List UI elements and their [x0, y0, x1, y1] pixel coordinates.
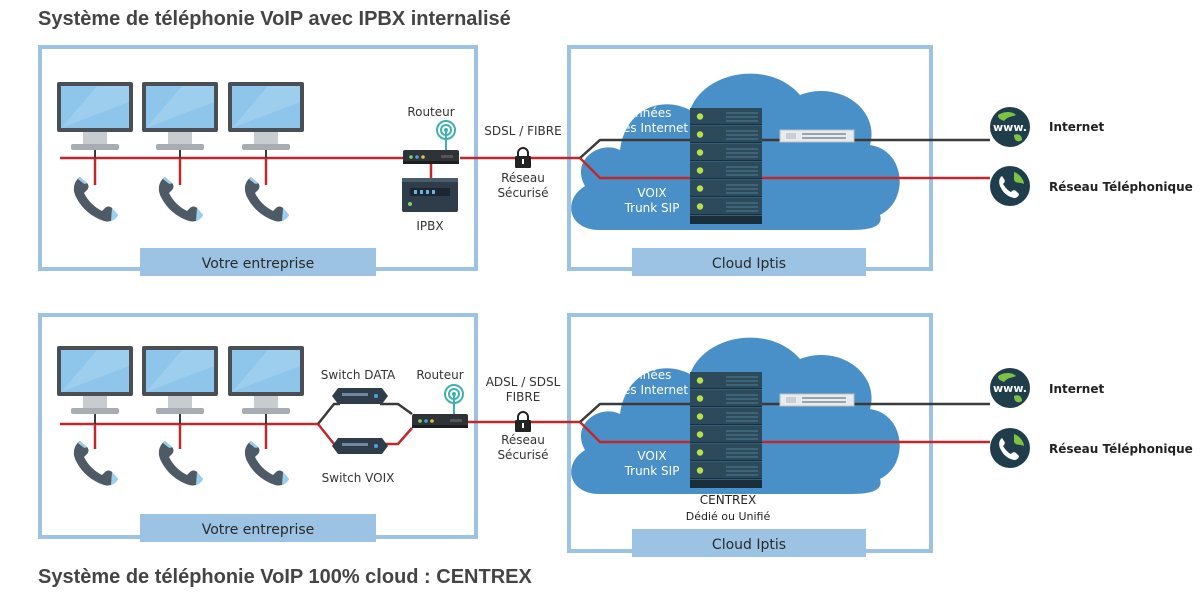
- monitor-icon: [142, 346, 218, 414]
- voice-label-1: VOIX: [637, 449, 666, 463]
- company-label-bar: [140, 248, 376, 276]
- secure-label-2: Sécurisé: [497, 448, 548, 462]
- centrex-label-1: CENTREX: [700, 493, 756, 507]
- globe-www-icon: [990, 368, 1030, 408]
- router-icon: [412, 414, 468, 428]
- firewall-icon: [779, 129, 855, 143]
- ipbx-icon: [402, 178, 458, 212]
- secure-label-1: Réseau: [501, 433, 545, 447]
- data-link-line: [579, 138, 690, 159]
- switch-data-label: Switch DATA: [321, 368, 396, 382]
- link-label: SDSL / FIBRE: [484, 124, 561, 138]
- wifi-icon: [436, 120, 456, 151]
- secure-label-2: Sécurisé: [497, 186, 548, 200]
- bottom-diagram: Switch DATA Switch VOIX Routeur ADSL / S…: [38, 313, 1193, 557]
- cloud-label-bar: [632, 248, 866, 276]
- data-label-1: Données: [619, 106, 672, 120]
- monitor-icon: [57, 346, 133, 414]
- diagram-title-centrex: Système de téléphonie VoIP 100% cloud : …: [38, 566, 532, 588]
- switch-icon: [332, 438, 388, 454]
- monitor-icon: [57, 82, 133, 150]
- voice-label-2: Trunk SIP: [624, 464, 680, 478]
- secure-label-1: Réseau: [501, 171, 545, 185]
- ipbx-label: IPBX: [416, 219, 443, 233]
- data-link-line: [579, 402, 690, 423]
- company-label: Votre entreprise: [202, 256, 315, 272]
- globe-phone-icon: [990, 166, 1030, 206]
- cloud-label: Cloud Iptis: [712, 256, 786, 272]
- server-rack-icon: [690, 372, 762, 488]
- firewall-icon: [779, 393, 855, 407]
- voice-label-1: VOIX: [637, 186, 666, 200]
- link-label-1: ADSL / SDSL: [486, 375, 561, 389]
- cloud-label: Cloud Iptis: [712, 537, 786, 553]
- router-label: Routeur: [416, 368, 463, 382]
- router-icon: [403, 150, 459, 164]
- top-diagram: Routeur IPBX SDSL / FIBRE Réseau Sécuris…: [38, 45, 1193, 276]
- voice-link-line: [579, 157, 690, 180]
- diagram-title-ipbx: Système de téléphonie VoIP avec IPBX int…: [38, 8, 511, 30]
- switch-icon: [332, 388, 388, 404]
- globe-phone-icon: [990, 428, 1030, 468]
- internet-label: Internet: [1049, 382, 1104, 396]
- company-label-bar: [140, 514, 376, 542]
- server-rack-icon: [690, 108, 762, 224]
- data-label-2: Accès Internet: [602, 121, 689, 135]
- router-label: Routeur: [407, 105, 454, 119]
- phone-network-label: Réseau Téléphonique: [1049, 180, 1193, 194]
- globe-www-icon: [990, 107, 1030, 147]
- internet-label: Internet: [1049, 120, 1104, 134]
- link-label-2: FIBRE: [506, 390, 541, 404]
- wifi-icon: [444, 384, 464, 415]
- company-label: Votre entreprise: [202, 522, 315, 538]
- monitor-icon: [142, 82, 218, 150]
- cloud-label-bar: [632, 529, 866, 557]
- voice-label-2: Trunk SIP: [624, 201, 680, 215]
- lock-icon: [514, 147, 532, 169]
- monitor-icon: [228, 82, 304, 150]
- lock-icon: [514, 411, 532, 433]
- monitor-icon: [228, 346, 304, 414]
- data-label-1: Données: [619, 368, 672, 382]
- switch-voice-label: Switch VOIX: [322, 471, 395, 485]
- voice-link-line: [579, 421, 690, 444]
- centrex-label-2: Dédié ou Unifié: [686, 510, 771, 523]
- data-label-2: Accès Internet: [602, 383, 689, 397]
- phone-network-label: Réseau Téléphonique: [1049, 442, 1193, 456]
